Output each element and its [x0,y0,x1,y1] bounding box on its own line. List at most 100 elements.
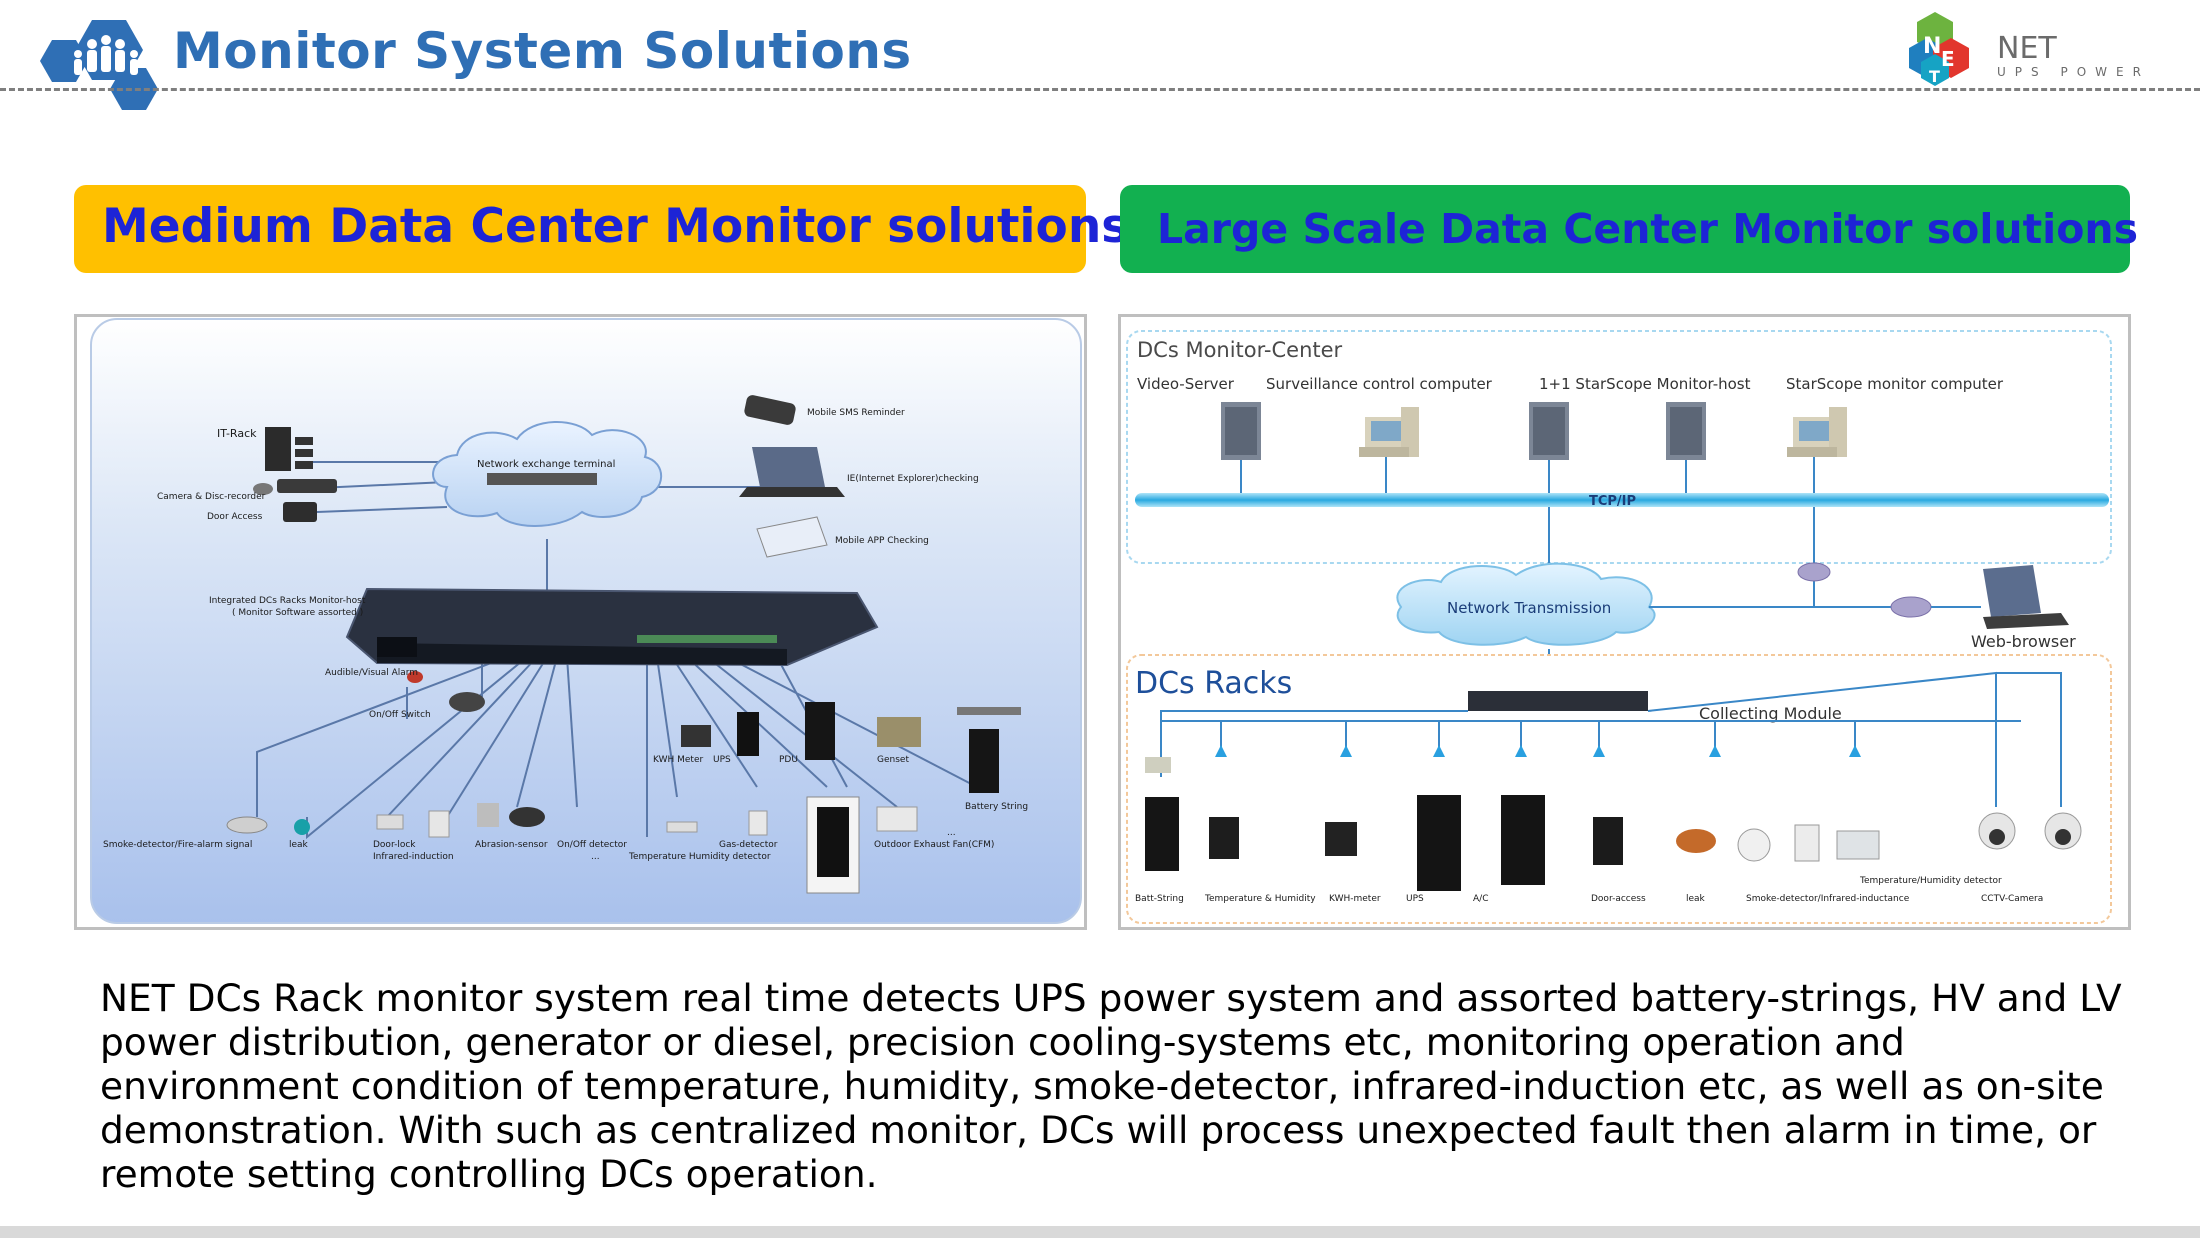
network-label: Network Transmission [1447,599,1611,617]
svg-text:N: N [1923,34,1941,59]
ac-icon [1501,795,1545,885]
kwh-label-r: KWH-meter [1329,894,1381,904]
temp-detector-icon-r [1836,830,1880,860]
temp-det-label: Temperature/Humidity detector [1859,876,2002,886]
tablet-icon [756,516,828,558]
temp-detector-icon [666,821,698,833]
gas-label: Gas-detector [719,840,778,850]
genset-label: Genset [877,755,909,765]
router-icon-2 [1890,596,1932,618]
pdu-label: PDU [779,755,798,765]
surveillance-computer-icon [1359,407,1419,457]
host-note: ( Monitor Software assorted ) [232,608,363,618]
exhaust-label: Outdoor Exhaust Fan(CFM) [874,840,994,850]
door-access-icon [1593,817,1623,865]
collecting-module-icon [1468,691,1648,711]
ups-label-r: UPS [1406,894,1424,904]
medium-dc-diagram: Network exchange terminal IT-Rack Camera… [74,314,1087,930]
dots2-label: ... [947,828,956,838]
cctv-label: CCTV-Camera [1981,894,2043,904]
logo-name: NET [1997,31,2057,66]
ups-label: UPS [713,755,731,765]
kwh-meter-icon-r [1325,822,1357,856]
racks-title: DCs Racks [1135,666,1292,701]
leak-label-r: leak [1686,894,1706,904]
doorlock-label: Door-lock [373,840,416,850]
monitor-host-device [345,587,879,667]
abrasion-sensor-icon [477,803,499,827]
leak-sensor-icon-r [1676,829,1716,853]
temp-hum-label: Temperature & Humidity [1204,894,1316,904]
tcpip-bus [1135,493,2109,507]
network-exchange-cloud [432,421,663,527]
infrared-label: Infrared-induction [373,852,454,862]
it-rack [265,427,291,471]
video-server-label: Video-Server [1137,375,1235,393]
smoke-label: Smoke-detector/Fire-alarm signal [103,840,252,850]
video-server-icon [1221,402,1261,460]
disc-recorder [277,479,337,493]
battery-label: Battery String [965,802,1028,812]
smoke-detector-icon [226,816,268,834]
infrared-sensor-icon [1794,824,1820,862]
medium-dc-banner: Medium Data Center Monitor solutions [74,185,1129,273]
door-access-device [283,502,317,522]
alarm-icon [407,671,423,683]
switch-label: On/Off Switch [369,710,431,720]
monitor-computer-label: StarScope monitor computer [1786,375,2004,393]
gas-detector-icon [748,810,768,836]
smoke-detector-icon-r [1737,828,1771,862]
web-browser-label: Web-browser [1971,632,2076,651]
header-divider [0,88,2200,91]
host-label: Integrated DCs Racks Monitor-host [209,596,366,606]
exhaust-fan-icon [876,806,918,832]
door-label: Door-access [1591,894,1646,904]
genset-icon [877,717,921,747]
description-text: NET DCs Rack monitor system real time de… [100,976,2122,1196]
monitor-host-icon-1 [1529,402,1569,460]
ie-check-label: IE(Internet Explorer)checking [847,474,979,484]
surveillance-label: Surveillance control computer [1266,375,1493,393]
mobile-sms-label: Mobile SMS Reminder [807,408,905,418]
door-lock-icon [376,814,404,830]
onoff-label: On/Off detector [557,840,627,850]
monitor-host-icon-2 [1666,402,1706,460]
ups-icon [737,712,759,756]
kwh-label: KWH Meter [653,755,703,765]
cctv-camera-icon-1 [1978,812,2016,850]
mobile-app-label: Mobile APP Checking [835,536,929,546]
alarm-label: Audible/Visual Alarm [325,668,418,678]
tcpip-label: TCP/IP [1589,494,1636,509]
batt-string-icon [1145,797,1179,871]
monitor-host-label: 1+1 StarScope Monitor-host [1539,375,1751,393]
router-icon-1 [1797,562,1831,582]
ac-label: A/C [1473,894,1488,904]
laptop-icon [739,447,845,497]
large-dc-diagram: DCs Monitor-Center Video-Server Surveill… [1118,314,2131,930]
it-rack-label: IT-Rack [217,427,257,440]
infrared-icon [428,810,450,838]
center-title: DCs Monitor-Center [1137,338,1343,362]
pdu-icon [805,702,835,760]
battery-icon [969,729,999,793]
people-hexagon-icon [40,18,160,113]
battery-rack-icon [957,707,1021,715]
smoke-label-r: Smoke-detector/Infrared-inductance [1746,894,1910,904]
ups-icon-r [1417,795,1461,891]
temp-label: Temperature Humidity detector [628,852,771,862]
footer-bar [0,1226,2200,1238]
cctv-camera-icon-2 [2044,812,2082,850]
logo-subtitle: UPS POWER [1997,65,2150,79]
door-access-label: Door Access [207,512,263,522]
abrasion-label: Abrasion-sensor [475,840,548,850]
web-browser-laptop-icon [1983,565,2069,629]
batt-module-icon [1145,757,1171,773]
leak-sensor-icon [294,819,310,835]
camera-label: Camera & Disc-recorder [157,492,266,502]
net-logo: N E T NET UPS POWER [1905,8,2165,88]
large-dc-banner-text: Large Scale Data Center Monitor solution… [1157,205,2138,253]
large-dc-banner: Large Scale Data Center Monitor solution… [1120,185,2138,273]
page-title: Monitor System Solutions [173,22,912,80]
switch-icon [449,692,485,712]
camera-icon [253,483,273,495]
